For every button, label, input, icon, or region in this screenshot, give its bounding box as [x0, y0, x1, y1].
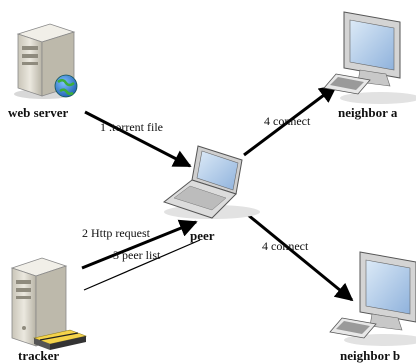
printer-icon — [32, 329, 88, 350]
http-request-label: 2 Http request — [82, 226, 151, 240]
neighbor-a-label: neighbor a — [338, 105, 398, 120]
tracker-label: tracker — [18, 348, 59, 363]
torrent-label: 1 .torrent file — [100, 120, 163, 134]
connect-a-label: 4 connect — [264, 114, 311, 128]
edge-torrent — [84, 110, 192, 168]
edge-http-request — [81, 219, 198, 270]
server-icon — [10, 257, 68, 347]
peer-label: peer — [190, 228, 215, 243]
web-server-label: web server — [8, 105, 69, 120]
peer-list-label: 3 peer list — [113, 248, 161, 262]
globe-icon — [54, 74, 78, 98]
edge-connect-b — [241, 208, 354, 302]
neighbor-b-label: neighbor b — [340, 348, 400, 363]
desktop-icon — [323, 11, 416, 104]
edge-peer-list — [83, 239, 201, 291]
connect-b-label: 4 connect — [262, 239, 309, 253]
desktop-icon — [329, 251, 416, 346]
edge-connect-a — [243, 84, 338, 157]
laptop-icon — [162, 145, 260, 219]
